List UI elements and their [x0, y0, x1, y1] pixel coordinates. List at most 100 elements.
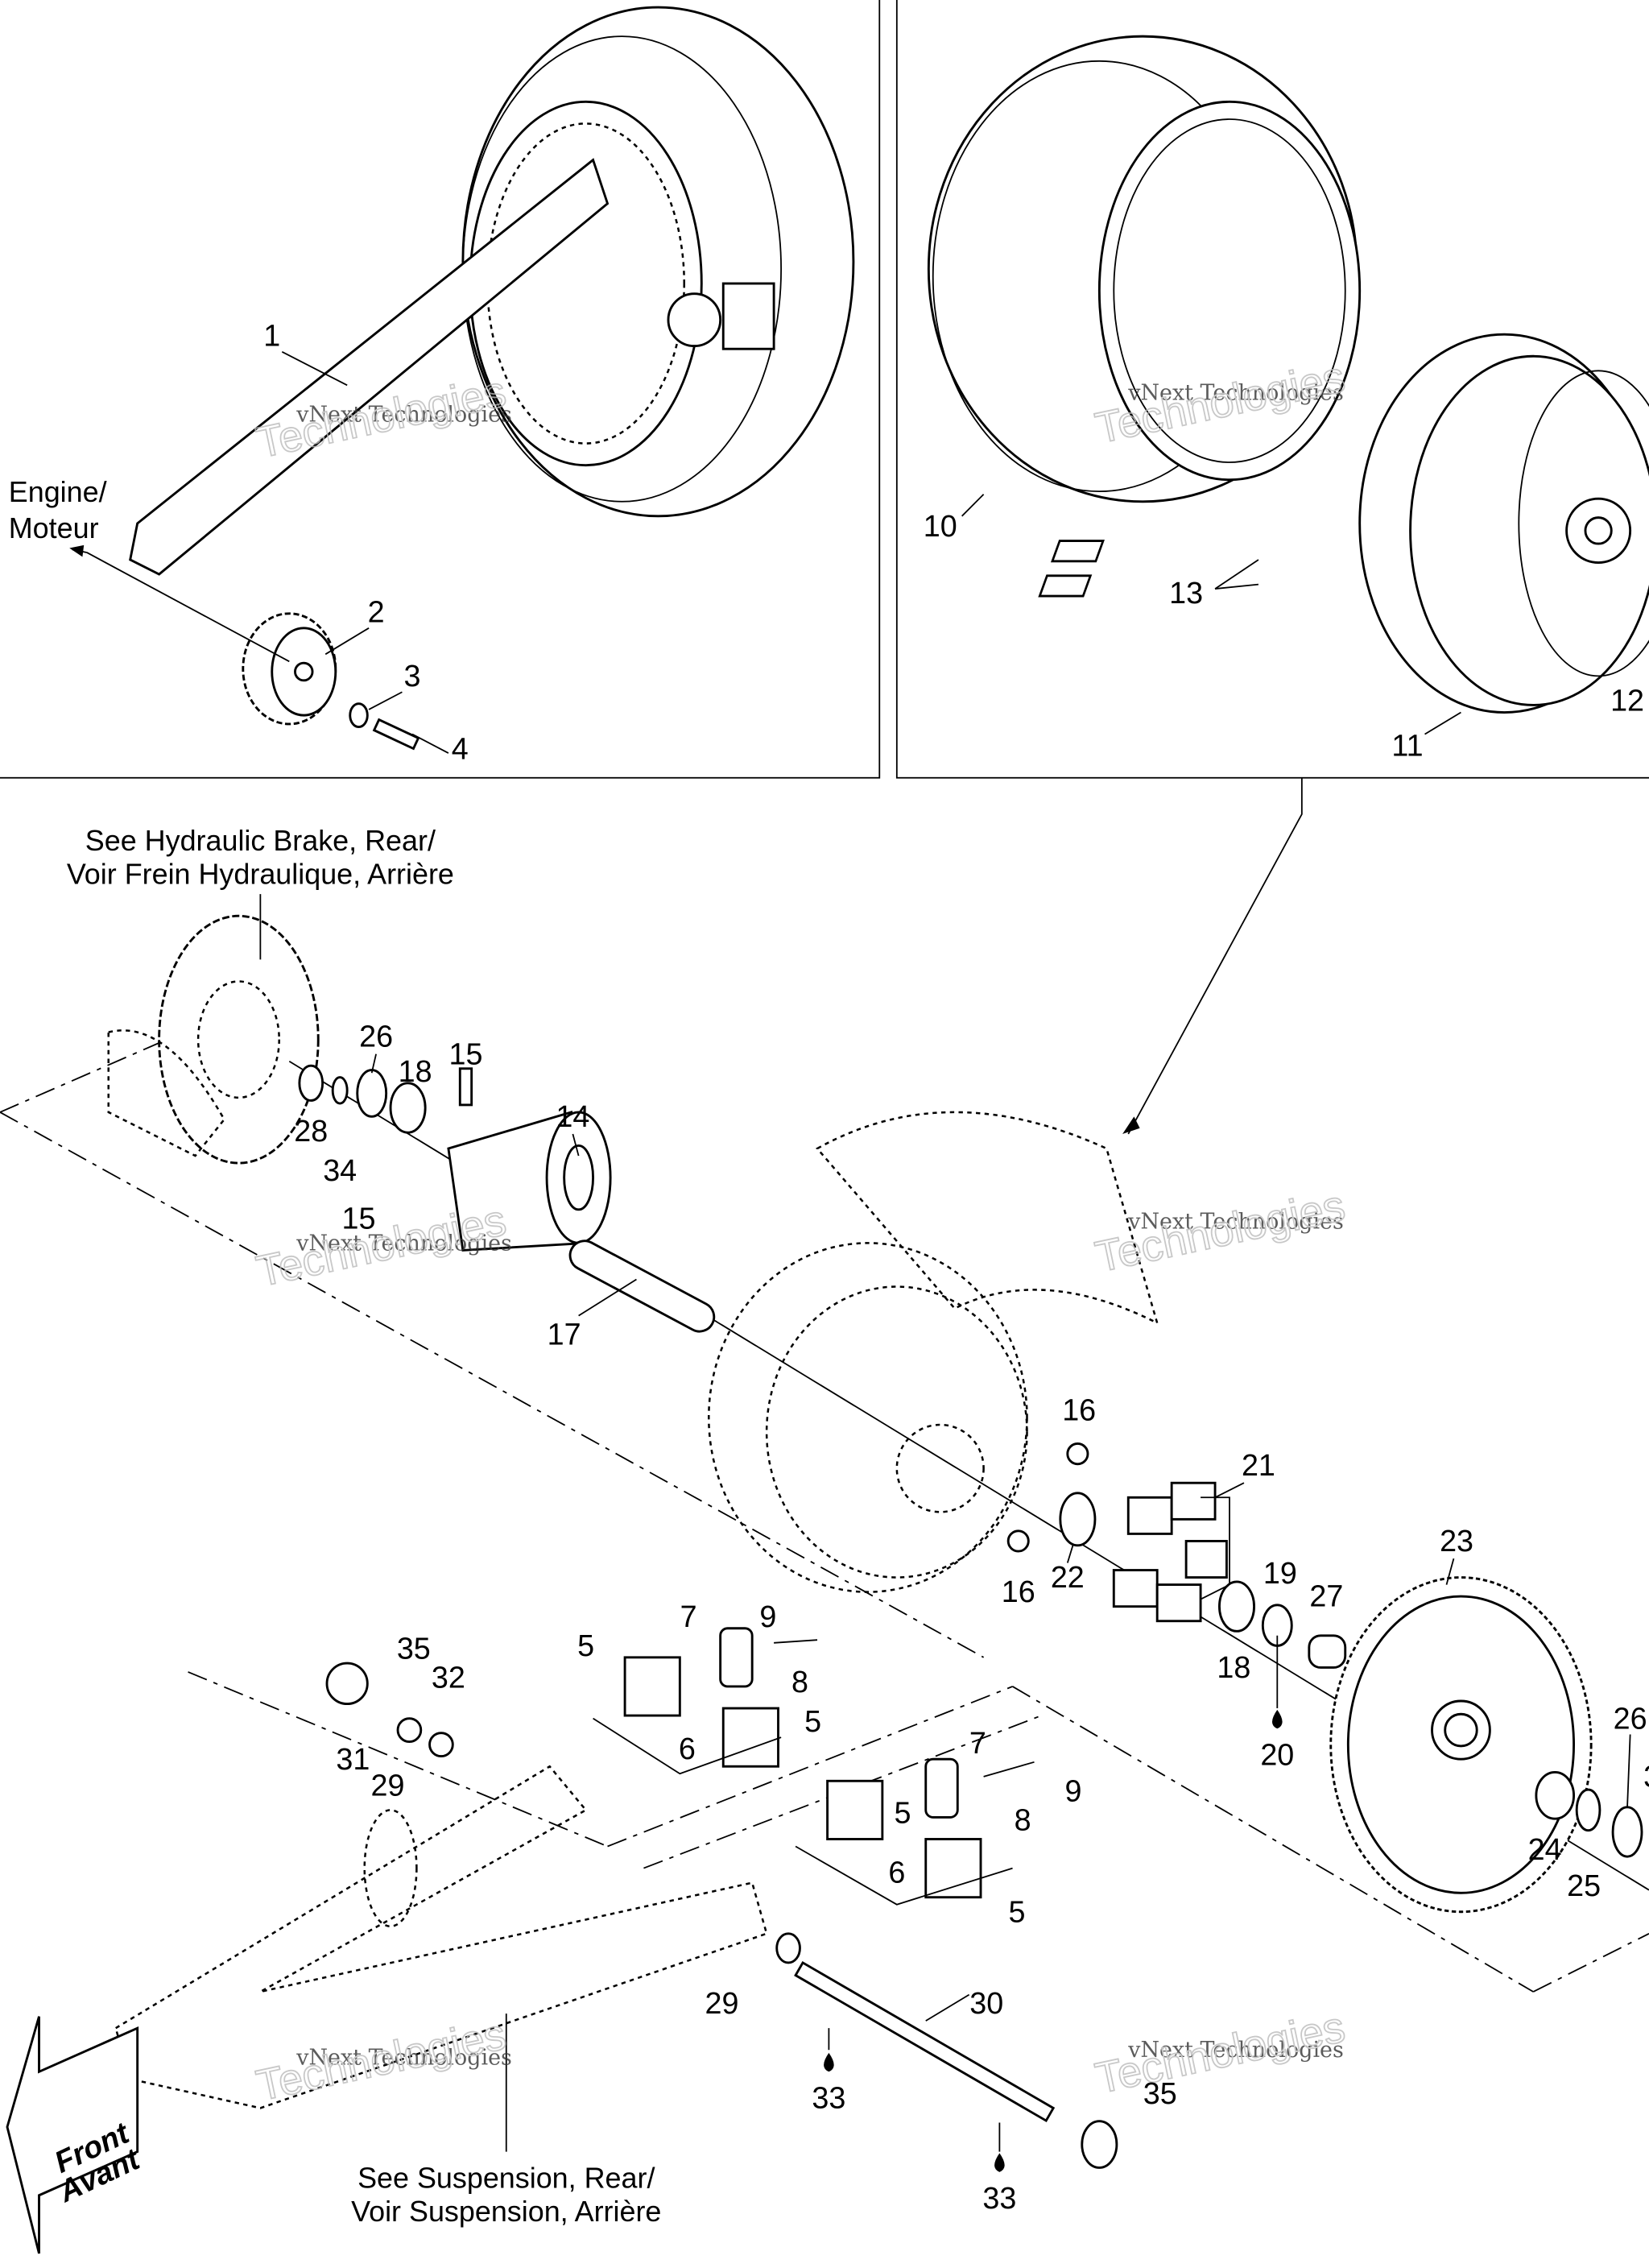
seal — [1611, 1806, 1643, 1858]
rear-tire-with-sprocket — [461, 6, 855, 518]
suspension-reference[interactable]: See Suspension, Rear/ — [357, 2162, 655, 2195]
callout-6[interactable]: 6 — [888, 1856, 905, 1890]
svg-text:vNext Technologies: vNext Technologies — [295, 2045, 512, 2070]
washer — [775, 1932, 801, 1964]
callout-29[interactable]: 29 — [705, 1987, 738, 2021]
callout-15[interactable]: 15 — [342, 1202, 376, 1235]
callout-17[interactable]: 17 — [548, 1318, 581, 1352]
callout-10[interactable]: 10 — [924, 510, 957, 544]
bearing — [1535, 1771, 1576, 1820]
callout-7[interactable]: 7 — [969, 1727, 986, 1761]
brake-disc-assembly — [107, 914, 320, 1165]
panel-belt — [0, 0, 881, 779]
engine-note: Engine/ — [9, 475, 107, 508]
callout-30[interactable]: 30 — [969, 1987, 1003, 2021]
svg-text:vNext Technologies: vNext Technologies — [295, 1231, 512, 1256]
callout-34[interactable]: 34 — [323, 1154, 357, 1188]
o-ring — [1059, 1492, 1097, 1547]
callout-1[interactable]: 1 — [263, 320, 280, 354]
nut — [1006, 1529, 1030, 1553]
callout-26[interactable]: 26 — [359, 1020, 393, 1054]
leader-lines — [281, 351, 1631, 2152]
callouts: 1 2 3 4 10 13 11 12 26 18 15 14 28 34 15… — [263, 320, 1649, 2216]
callout-4[interactable]: 4 — [452, 732, 469, 766]
callout-26[interactable]: 26 — [1614, 1702, 1647, 1736]
svg-text:Technologies: Technologies — [1091, 2003, 1349, 2104]
lubricant-drop-icon — [824, 2052, 834, 2072]
lubricant-drop-icon — [1272, 1709, 1283, 1729]
svg-text:vNext Technologies: vNext Technologies — [1127, 2038, 1344, 2063]
panel-wheel — [895, 0, 1649, 779]
callout-16[interactable]: 16 — [1002, 1575, 1035, 1609]
tire — [927, 35, 1362, 503]
spacer — [298, 1064, 324, 1102]
callout-2[interactable]: 2 — [368, 596, 385, 630]
callout-35[interactable]: 35 — [1143, 2077, 1177, 2111]
callout-27[interactable]: 27 — [1309, 1580, 1343, 1614]
callout-14[interactable]: 14 — [556, 1100, 589, 1134]
callout-5[interactable]: 5 — [895, 1797, 911, 1831]
callout-16[interactable]: 16 — [1062, 1394, 1096, 1428]
callout-9[interactable]: 9 — [1065, 1774, 1082, 1808]
hub-bolt — [458, 1067, 473, 1107]
svg-text:vNext Technologies: vNext Technologies — [295, 402, 512, 427]
circlip — [1575, 1788, 1601, 1832]
rear-axle — [794, 1960, 1056, 2123]
callout-18[interactable]: 18 — [1217, 1651, 1250, 1685]
callout-11[interactable]: 11 — [1391, 730, 1423, 764]
callout-8[interactable]: 8 — [1015, 1804, 1031, 1838]
callout-5[interactable]: 5 — [804, 1705, 821, 1739]
callout-19[interactable]: 19 — [1263, 1557, 1297, 1591]
callout-3-cut[interactable]: 3 — [1643, 1760, 1649, 1794]
hub — [447, 1111, 612, 1252]
callout-32[interactable]: 32 — [432, 1662, 465, 1695]
drive-belt — [129, 158, 610, 576]
rear-sprocket — [1329, 1576, 1593, 1914]
bearing — [389, 1082, 427, 1134]
front-direction-arrow: Front Avant — [6, 2016, 146, 2254]
svg-text:Technologies: Technologies — [252, 2010, 510, 2111]
callout-21[interactable]: 21 — [1242, 1449, 1275, 1483]
svg-text:vNext Technologies: vNext Technologies — [1127, 380, 1344, 405]
washer — [428, 1732, 454, 1758]
callout-29[interactable]: 29 — [370, 1769, 404, 1802]
callout-13[interactable]: 13 — [1169, 577, 1203, 610]
callout-28[interactable]: 28 — [294, 1115, 328, 1148]
seal — [356, 1069, 388, 1118]
callout-6[interactable]: 6 — [679, 1732, 696, 1766]
balance-weight — [1038, 574, 1093, 598]
callout-22[interactable]: 22 — [1051, 1561, 1085, 1595]
callout-23[interactable]: 23 — [1440, 1525, 1473, 1558]
callout-3[interactable]: 3 — [404, 660, 421, 693]
bearing — [1218, 1580, 1255, 1633]
callout-9[interactable]: 9 — [759, 1600, 776, 1634]
brake-reference[interactable]: Voir Frein Hydraulique, Arrière — [67, 857, 454, 890]
callout-20[interactable]: 20 — [1260, 1738, 1294, 1772]
callout-12[interactable]: 12 — [1610, 685, 1644, 718]
o-ring — [331, 1076, 349, 1105]
sleeve — [1308, 1634, 1347, 1669]
rim — [1358, 333, 1649, 714]
callout-31[interactable]: 31 — [336, 1743, 370, 1777]
svg-text:vNext Technologies: vNext Technologies — [1127, 1209, 1344, 1234]
callout-33[interactable]: 33 — [982, 2182, 1016, 2216]
callout-5[interactable]: 5 — [577, 1629, 594, 1663]
callout-25[interactable]: 25 — [1567, 1869, 1601, 1903]
callout-18[interactable]: 18 — [399, 1055, 432, 1089]
callout-7[interactable]: 7 — [680, 1600, 697, 1634]
callout-24[interactable]: 24 — [1528, 1833, 1562, 1867]
callout-5[interactable]: 5 — [1008, 1895, 1025, 1929]
callout-15[interactable]: 15 — [448, 1037, 482, 1071]
suspension-reference[interactable]: Voir Suspension, Arrière — [351, 2195, 661, 2228]
front-pulley — [242, 612, 337, 726]
callout-33[interactable]: 33 — [812, 2081, 845, 2115]
callout-35[interactable]: 35 — [397, 1633, 431, 1666]
washer — [349, 702, 369, 729]
svg-text:Technologies: Technologies — [1091, 1182, 1349, 1282]
valve-stem — [1051, 540, 1105, 563]
callout-8[interactable]: 8 — [791, 1666, 808, 1699]
bolt — [372, 718, 420, 751]
brake-reference[interactable]: See Hydraulic Brake, Rear/ — [85, 824, 436, 857]
cush-drive-rubbers — [1112, 1481, 1228, 1623]
